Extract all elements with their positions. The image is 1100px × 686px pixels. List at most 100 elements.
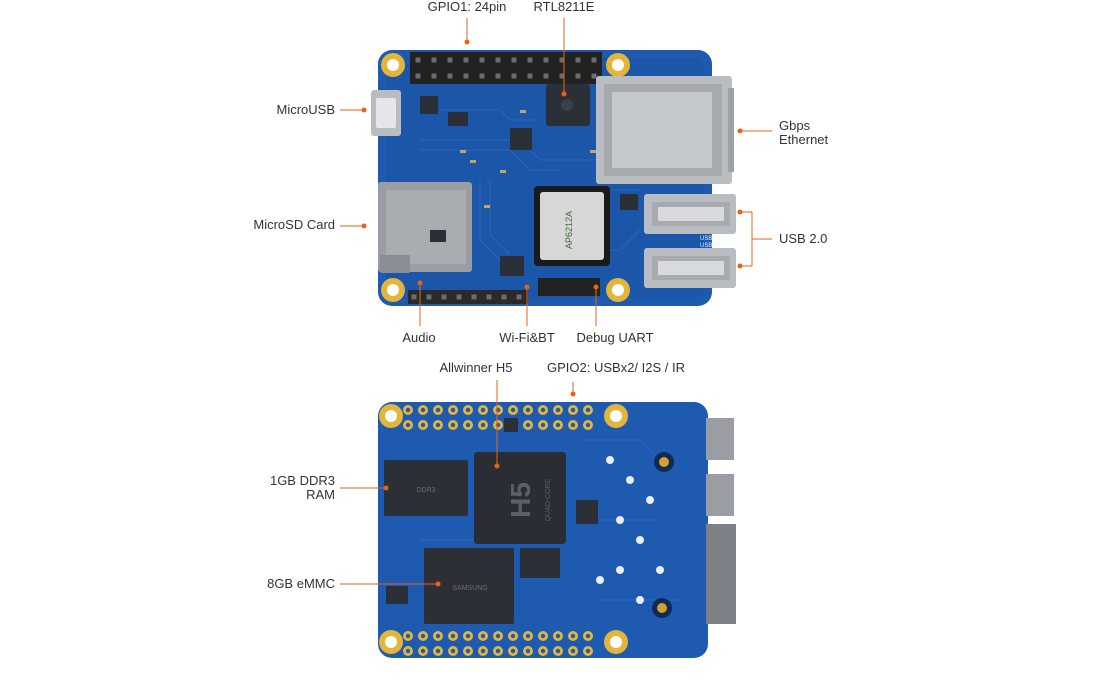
pad-hole [585,422,591,428]
label-ethernet-line1: Gbps [779,118,811,133]
header-pin [495,57,501,63]
pad-hole [540,407,546,413]
header-pin [543,57,549,63]
wifi-bt-module: AP6212A [534,186,610,266]
bottom-board: H5 QUAD-CORE DDR3 SAMSUNG [378,402,736,658]
pad-hole [510,407,516,413]
label-rtl8211e: RTL8211E [533,0,595,14]
usb2-ports [644,194,736,288]
pad-hole [540,633,546,639]
pad-hole [585,407,591,413]
top-board: AP6212A USBH2 USBH1 [371,50,736,306]
pad-hole [405,633,411,639]
header-pin [415,73,421,79]
soc-marking: H5 [505,482,536,518]
header-pin [426,294,432,300]
label-microusb: MicroUSB [276,102,335,117]
pad-hole [525,648,531,654]
pad-hole [450,648,456,654]
header-pin [591,57,597,63]
pad-hole [405,407,411,413]
gpio1-header [410,52,602,84]
header-pin [415,57,421,63]
pad-hole [555,633,561,639]
bottom-mounting-holes [379,404,628,654]
header-pin [479,73,485,79]
pad-hole [405,422,411,428]
pad-hole [525,633,531,639]
pad-hole [465,407,471,413]
pad-hole [480,648,486,654]
soc-sub-marking: QUAD-CORE [545,478,552,521]
label-usb2: USB 2.0 [779,231,828,246]
pad-hole [450,422,456,428]
pad-hole [420,633,426,639]
pad-hole [570,407,576,413]
pad-hole [555,407,561,413]
header-pin [559,73,565,79]
pad-hole [495,648,501,654]
label-allwinner-h5: Allwinner H5 [439,360,513,375]
header-pin [463,57,469,63]
header-pin [447,73,453,79]
header-pin [463,73,469,79]
header-pin [431,73,437,79]
bottom-edge-header [408,290,528,304]
header-pin [516,294,522,300]
pad-hole [480,422,486,428]
label-microsd: MicroSD Card [253,217,335,232]
pad-hole [495,422,501,428]
ethernet-jack [596,76,734,184]
header-pin [411,294,417,300]
pad-hole [585,633,591,639]
microsd-slot [378,182,472,273]
header-pin [495,73,501,79]
label-audio: Audio [402,330,436,345]
label-ethernet: Gbps Ethernet [779,119,828,147]
pad-hole [570,422,576,428]
header-pin [441,294,447,300]
pad-hole [465,633,471,639]
header-pin [543,73,549,79]
pad-hole [420,422,426,428]
pad-hole [555,422,561,428]
header-pin [456,294,462,300]
pad-hole [570,648,576,654]
bottom-edge-pads [403,631,593,656]
pad-hole [465,422,471,428]
header-pin [447,57,453,63]
label-gpio2: GPIO2: USBx2/ I2S / IR [547,360,685,375]
usbh2-silk: USBH2 [700,236,721,242]
header-pin [527,57,533,63]
pad-hole [555,648,561,654]
callout-lines [340,18,772,587]
header-pin [471,294,477,300]
debug-uart-header [538,278,600,296]
wifi-module-marking: AP6212A [564,211,574,249]
header-pin [486,294,492,300]
header-pin [431,57,437,63]
pad-hole [465,648,471,654]
label-ddr3-line1: 1GB DDR3 [269,473,335,488]
pad-hole [435,633,441,639]
pad-hole [450,633,456,639]
ram-marking: DDR3 [416,487,435,494]
pad-hole [495,633,501,639]
pad-hole [435,407,441,413]
header-pin [479,57,485,63]
pad-hole [510,633,516,639]
pad-hole [480,633,486,639]
label-gpio1: GPIO1: 24pin [427,0,507,14]
pad-hole [435,648,441,654]
pad-hole [420,648,426,654]
pad-hole [495,407,501,413]
pad-hole [525,422,531,428]
header-pin [501,294,507,300]
allwinner-h5-soc: H5 QUAD-CORE [474,452,566,544]
emmc-marking: SAMSUNG [452,585,487,592]
label-ddr3-line2: RAM [306,487,335,502]
header-pin [591,73,597,79]
label-debug-uart: Debug UART [576,330,654,345]
header-pin [575,57,581,63]
